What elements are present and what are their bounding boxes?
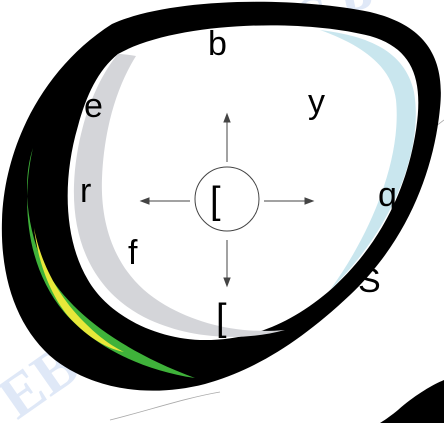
dial-letter-upper-right: y [308,83,325,121]
dial-letter-lower-right: Š [358,262,381,300]
circle-icon [195,167,259,231]
decorative-line-bottom [110,392,220,420]
dial-letter-left: r [80,172,91,210]
dial-letter-bottom: [ [216,297,227,339]
dial-letter-top: b [208,25,227,63]
dial-letter-lower-left: f [128,234,138,272]
dial-letter-upper-left: e [84,87,103,125]
dial-letter-right: q [378,176,397,214]
dial-center-bracket: [ [210,180,221,222]
lower-right-fragment [380,380,444,423]
